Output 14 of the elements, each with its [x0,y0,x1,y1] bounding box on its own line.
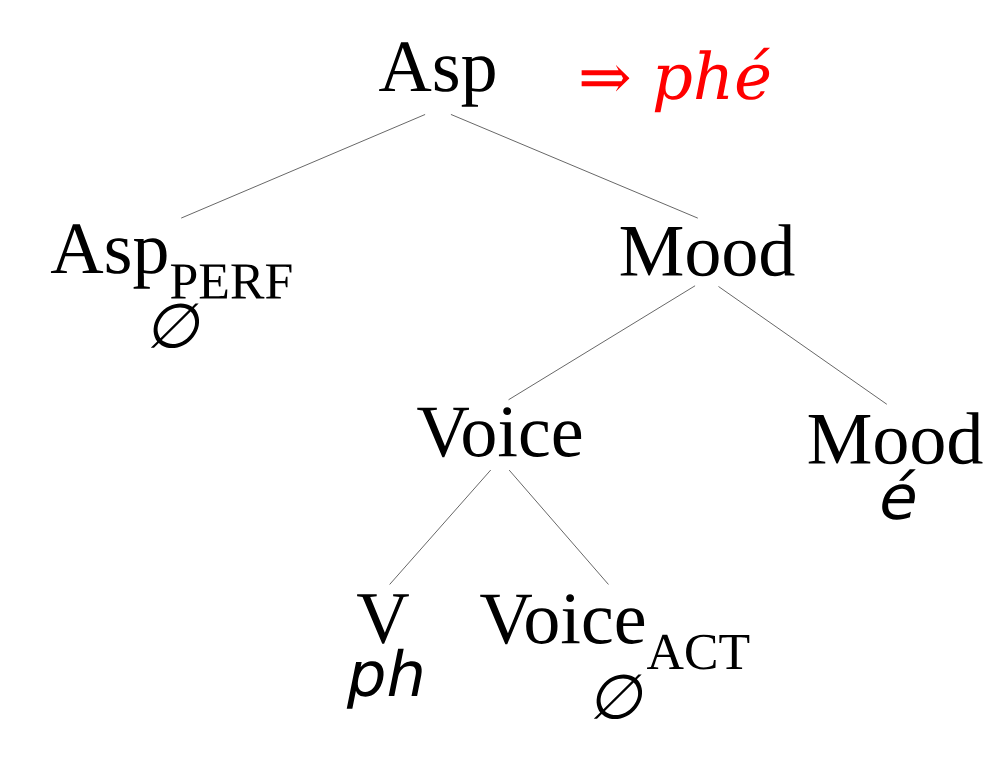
derivation-note: ⇒ phé [581,47,771,113]
branch-line [389,469,492,585]
tree-label: V ph [346,594,422,709]
branch-line [508,469,609,585]
tree-label: Voice$_{ACT}$ ∅ [480,594,750,720]
tree-label: Asp$_{PERF}$ ∅ [50,224,292,349]
tree-label: Mood é [808,412,983,520]
branch-line [450,114,699,219]
branch-line [508,285,696,401]
branch-line [718,286,888,405]
tree-label: Voice [417,407,582,458]
tree-label: Asp [379,42,495,107]
tree-label: Mood [620,224,795,277]
branch-line [180,114,426,219]
